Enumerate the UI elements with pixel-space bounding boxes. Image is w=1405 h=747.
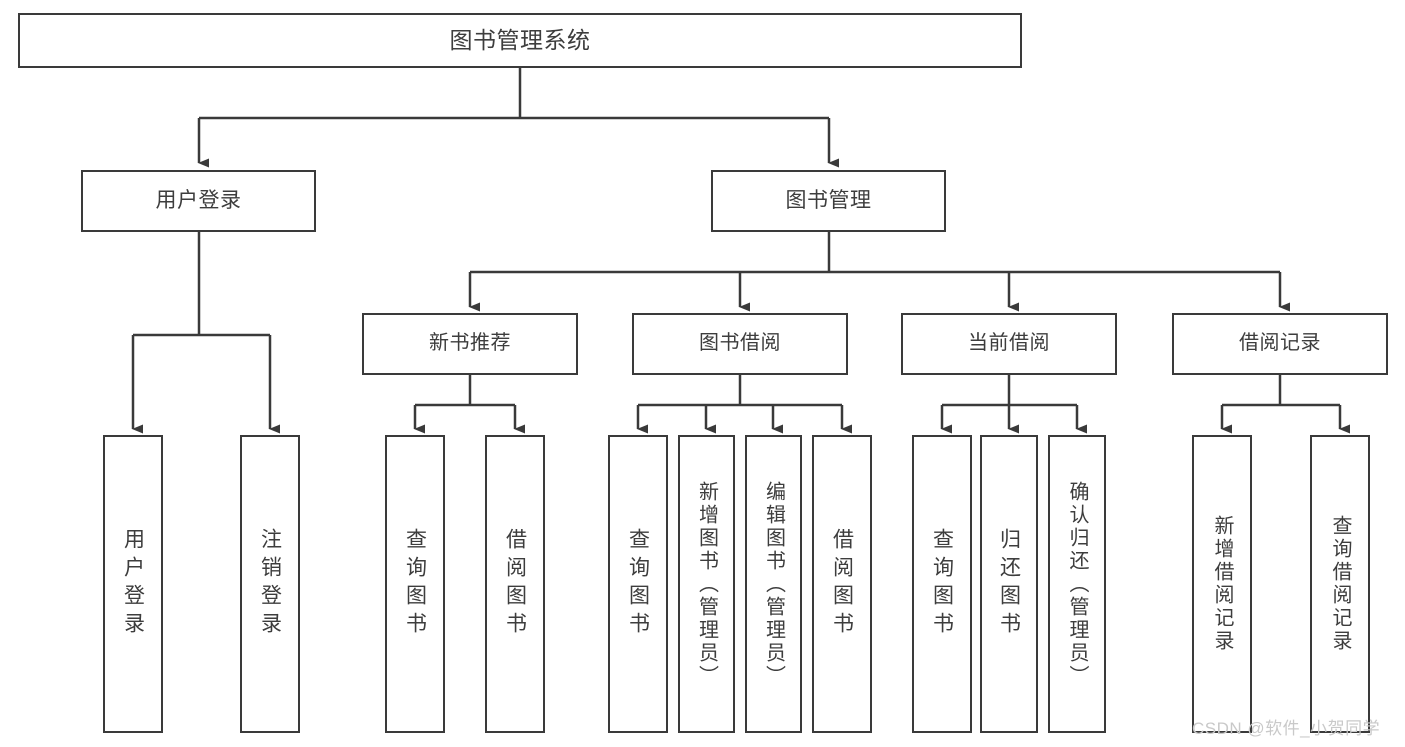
leaf-return-book[interactable]: 归还图书 [980,435,1038,733]
node-label: 查询借阅记录 [1329,515,1351,653]
node-current-borrow[interactable]: 当前借阅 [901,313,1117,375]
node-label: 确认归还（管理员） [1066,480,1088,688]
node-label: 归还图书 [997,528,1021,640]
node-label: 图书管理 [785,188,872,212]
node-borrow-record[interactable]: 借阅记录 [1172,313,1388,375]
node-label: 用户登录 [121,528,145,640]
node-root-book-management-system[interactable]: 图书管理系统 [18,13,1022,68]
leaf-user-login[interactable]: 用户登录 [103,435,163,733]
watermark-text: CSDN @软件_小贺同学 [1192,719,1381,738]
node-new-book-recommend[interactable]: 新书推荐 [362,313,578,375]
node-label: 图书借阅 [699,332,781,355]
node-label: 查询图书 [403,528,427,640]
leaf-add-borrow-record[interactable]: 新增借阅记录 [1192,435,1252,733]
node-label: 当前借阅 [968,332,1050,355]
leaf-query-borrow-record[interactable]: 查询借阅记录 [1310,435,1370,733]
leaf-logout[interactable]: 注销登录 [240,435,300,733]
node-book-management[interactable]: 图书管理 [711,170,946,232]
leaf-confirm-return-admin[interactable]: 确认归还（管理员） [1048,435,1106,733]
node-label: 新增图书（管理员） [695,480,718,688]
node-label: 编辑图书（管理员） [762,480,785,688]
leaf-query-book-borrow[interactable]: 查询图书 [608,435,668,733]
node-label: 借阅记录 [1239,332,1321,355]
leaf-query-book-current[interactable]: 查询图书 [912,435,972,733]
node-label: 查询图书 [930,528,954,640]
node-label: 图书管理系统 [449,27,591,54]
leaf-add-book-admin[interactable]: 新增图书（管理员） [678,435,735,733]
node-label: 借阅图书 [830,528,854,640]
node-book-borrow[interactable]: 图书借阅 [632,313,848,375]
node-user-login[interactable]: 用户登录 [81,170,316,232]
leaf-query-book-recommend[interactable]: 查询图书 [385,435,445,733]
leaf-borrow-book[interactable]: 借阅图书 [812,435,872,733]
node-label: 新书推荐 [429,332,511,355]
leaf-edit-book-admin[interactable]: 编辑图书（管理员） [745,435,802,733]
node-label: 查询图书 [626,528,650,640]
leaf-borrow-book-recommend[interactable]: 借阅图书 [485,435,545,733]
node-label: 新增借阅记录 [1211,515,1233,653]
node-label: 注销登录 [258,528,282,640]
node-label: 用户登录 [155,188,242,212]
node-label: 借阅图书 [503,528,527,640]
